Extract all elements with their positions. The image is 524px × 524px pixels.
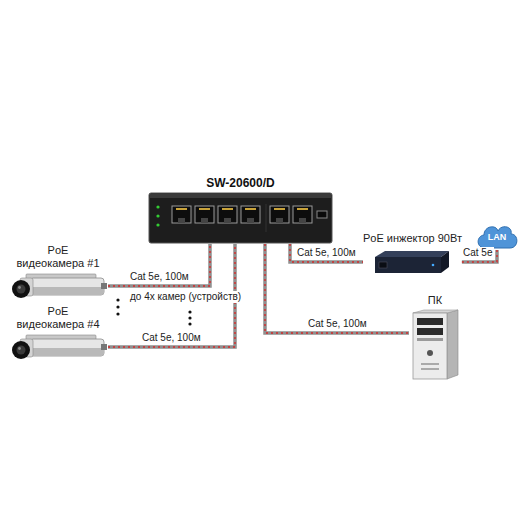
poe-switch: SW-20600/D [148,176,333,244]
device-label: ПК [409,294,461,307]
camera-illustration [8,272,108,300]
injector-illustration [373,249,451,275]
lan-cloud: LAN [475,222,519,250]
pc-computer: ПК [409,294,461,381]
note-label: до 4х камер (устройств) [128,291,243,303]
cable-twist [108,244,210,286]
dot [188,310,191,313]
dot [116,298,119,301]
dot [116,312,119,315]
cable-label: Cat 5e, 100м [306,318,369,330]
pc-illustration [409,309,461,381]
device-label: PoE видеокамера #1 [16,244,100,270]
poe-camera: PoE видеокамера #4 [8,305,108,361]
camera-illustration [8,333,108,361]
cable-label: Cat 5e, 100м [128,271,191,283]
dot [188,316,191,319]
poe-camera: PoE видеокамера #1 [8,244,108,300]
cable-sheath [108,244,210,286]
cat5e-cable [290,244,363,262]
dot [188,322,191,325]
device-title: SW-20600/D [148,176,333,190]
device-label: PoE инжектор 90Вт [363,232,462,245]
cable-sheath [290,244,363,262]
cable-label: Cat 5e, 100м [140,332,203,344]
cat5e-cable [108,244,210,286]
poe-injector: PoE инжектор 90Вт [363,232,462,275]
switch-illustration [148,192,333,244]
cable-label: Cat 5e [461,247,494,259]
device-label: PoE видеокамера #4 [16,305,100,331]
dot [116,305,119,308]
cable-twist [290,244,363,262]
cable-label: Cat 5e, 100м [295,247,358,259]
